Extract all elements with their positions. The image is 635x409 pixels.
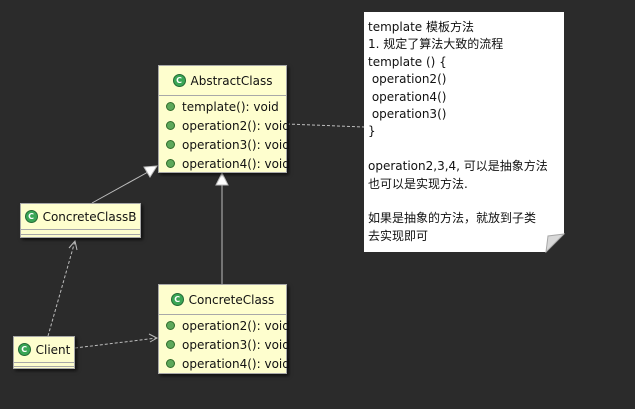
note-line: operation2,3,4, 可以是抽象方法 (368, 159, 548, 174)
note-blank-line (368, 141, 560, 158)
method-signature: operation3(): void (182, 137, 290, 152)
abstract-class-name: AbstractClass (190, 73, 273, 88)
concrete-class-b-empty-compartment (21, 234, 140, 235)
public-method-icon (166, 102, 175, 111)
class-icon: C (17, 343, 31, 356)
note-anchor-line (286, 123, 365, 128)
dependency-line-client-concreteclass (74, 337, 158, 349)
public-method-icon (166, 359, 175, 368)
concrete-class-header: C ConcreteClass (159, 285, 286, 315)
public-method-icon (166, 121, 175, 130)
concrete-class-name: ConcreteClass (188, 292, 275, 307)
note-line: operation4() (368, 89, 447, 104)
method-row: operation2(): void (159, 116, 290, 135)
class-icon: C (170, 293, 184, 306)
method-signature: operation4(): void (182, 156, 290, 171)
client-box[interactable]: C Client (13, 336, 75, 369)
note[interactable]: template 模板方法 1. 规定了算法大致的流程 template () … (364, 12, 564, 252)
note-blank-line (368, 193, 560, 210)
concrete-class-b-box[interactable]: C ConcreteClassB (20, 203, 141, 238)
method-row: operation3(): void (159, 135, 290, 154)
dependency-arrowhead-client-concreteclassb (68, 239, 78, 251)
client-empty-compartment (14, 366, 74, 367)
public-method-icon (166, 140, 175, 149)
note-line: operation2() (368, 72, 447, 87)
dependency-arrowhead-client-concreteclass (148, 333, 159, 343)
class-icon: C (172, 74, 186, 87)
note-line: template () { (368, 54, 447, 69)
note-line: 1. 规定了算法大致的流程 (368, 37, 504, 52)
note-line: } (368, 124, 376, 139)
method-signature: operation4(): void (182, 356, 290, 371)
client-header: C Client (14, 337, 74, 363)
public-method-icon (166, 159, 175, 168)
concrete-class-box[interactable]: C ConcreteClass operation2(): void opera… (158, 284, 290, 374)
note-line: 也可以是实现方法. (368, 176, 468, 191)
method-signature: operation2(): void (182, 318, 290, 333)
concrete-class-methods: operation2(): void operation3(): void op… (159, 315, 290, 373)
note-line: 如果是抽象的方法，就放到子类 (368, 211, 537, 226)
method-signature: operation2(): void (182, 118, 290, 133)
method-row: operation4(): void (159, 354, 290, 373)
generalization-arrowhead-concreteclass (215, 171, 229, 186)
abstract-class-methods: template(): void operation2(): void oper… (159, 96, 290, 173)
concrete-class-b-header: C ConcreteClassB (21, 204, 140, 230)
class-icon: C (24, 210, 38, 223)
generalization-line-concreteclassb (91, 171, 149, 204)
public-method-icon (166, 340, 175, 349)
abstract-class-box[interactable]: C AbstractClass template(): void operati… (158, 65, 290, 173)
method-row: template(): void (159, 97, 286, 116)
note-line: 去实现即可 (368, 228, 429, 243)
method-signature: template(): void (182, 99, 279, 114)
dependency-line-client-concreteclassb (47, 240, 76, 337)
method-row: operation2(): void (159, 316, 290, 335)
concrete-class-b-name: ConcreteClassB (42, 209, 137, 224)
method-row: operation3(): void (159, 335, 290, 354)
client-name: Client (35, 342, 71, 357)
abstract-class-header: C AbstractClass (159, 66, 286, 96)
public-method-icon (166, 321, 175, 330)
note-line: operation3() (368, 106, 447, 121)
note-line: template 模板方法 (368, 20, 474, 34)
generalization-arrowhead-concreteclassb (143, 165, 158, 178)
method-signature: operation3(): void (182, 337, 290, 352)
method-row: operation4(): void (159, 154, 290, 173)
